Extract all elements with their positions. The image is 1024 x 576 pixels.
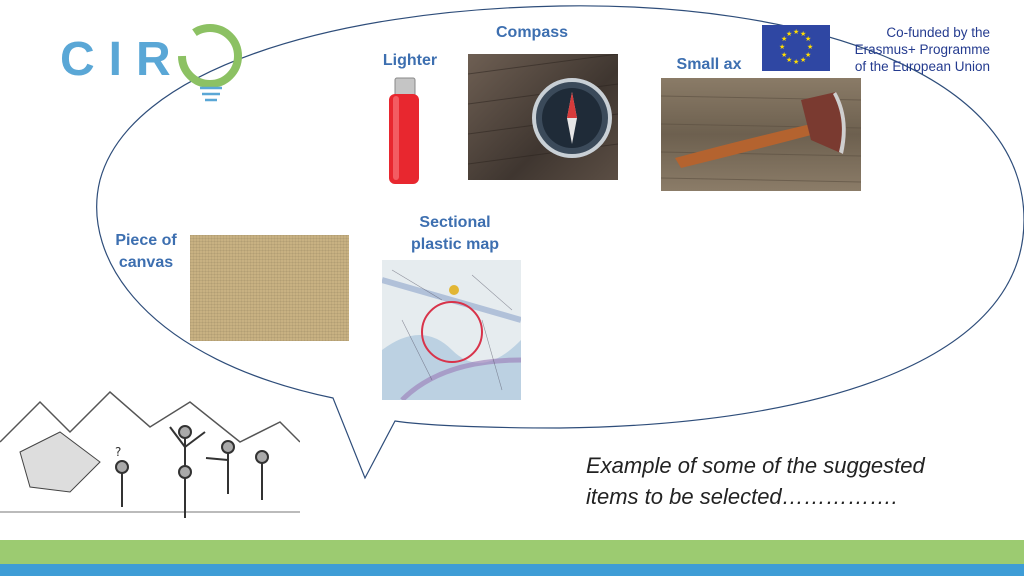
small-ax-image bbox=[661, 78, 861, 191]
svg-text:★: ★ bbox=[781, 51, 787, 59]
slide-caption: Example of some of the suggested items t… bbox=[586, 450, 1006, 512]
caption-line1: Example of some of the suggested bbox=[586, 453, 925, 478]
eu-funding-text: Co-funded by the Erasmus+ Programme of t… bbox=[840, 24, 990, 75]
svg-text:★: ★ bbox=[805, 51, 811, 59]
svg-text:★: ★ bbox=[793, 58, 799, 66]
map-label-line2: plastic map bbox=[410, 236, 500, 253]
canvas-label-line1: Piece of bbox=[115, 232, 177, 249]
svg-text:★: ★ bbox=[807, 43, 813, 51]
svg-text:★: ★ bbox=[793, 28, 799, 36]
canvas-label-line2: canvas bbox=[118, 254, 174, 271]
eu-text-line3: of the European Union bbox=[854, 59, 990, 74]
eu-text-line1: Co-funded by the bbox=[886, 25, 990, 40]
svg-text:★: ★ bbox=[800, 56, 806, 64]
caption-line2: items to be selected……………. bbox=[586, 484, 898, 509]
eu-flag-icon: ★★★ ★★★ ★★★ ★★★ bbox=[762, 25, 830, 71]
sectional-map-image bbox=[382, 260, 521, 400]
eu-text-line2: Erasmus+ Programme bbox=[854, 42, 990, 57]
canvas-label: Piece of canvas bbox=[108, 230, 184, 274]
eu-funding-notice: ★★★ ★★★ ★★★ ★★★ Co-funded by the Erasmus… bbox=[762, 24, 992, 76]
svg-text:★: ★ bbox=[805, 35, 811, 43]
svg-text:★: ★ bbox=[800, 30, 806, 38]
small-ax-label: Small ax bbox=[676, 56, 742, 73]
canvas-image bbox=[190, 235, 349, 341]
lighter-image bbox=[385, 76, 425, 188]
svg-text:★: ★ bbox=[786, 30, 792, 38]
svg-text:★: ★ bbox=[786, 56, 792, 64]
footer-green-band bbox=[0, 540, 1024, 564]
svg-text:★: ★ bbox=[781, 35, 787, 43]
map-label-line1: Sectional bbox=[419, 214, 491, 231]
compass-label: Compass bbox=[495, 24, 569, 41]
ciro-logo-text: CIR bbox=[60, 33, 185, 86]
sectional-map-label: Sectional plastic map bbox=[400, 212, 510, 256]
lightbulb-icon bbox=[178, 24, 242, 102]
svg-text:★: ★ bbox=[779, 43, 785, 51]
ciro-logo: CIR bbox=[60, 20, 250, 110]
footer-blue-band bbox=[0, 564, 1024, 576]
lighter-label: Lighter bbox=[382, 52, 438, 69]
compass-image bbox=[468, 54, 618, 180]
svg-text:?: ? bbox=[115, 445, 121, 459]
crash-survivors-illustration: ? bbox=[0, 372, 301, 527]
